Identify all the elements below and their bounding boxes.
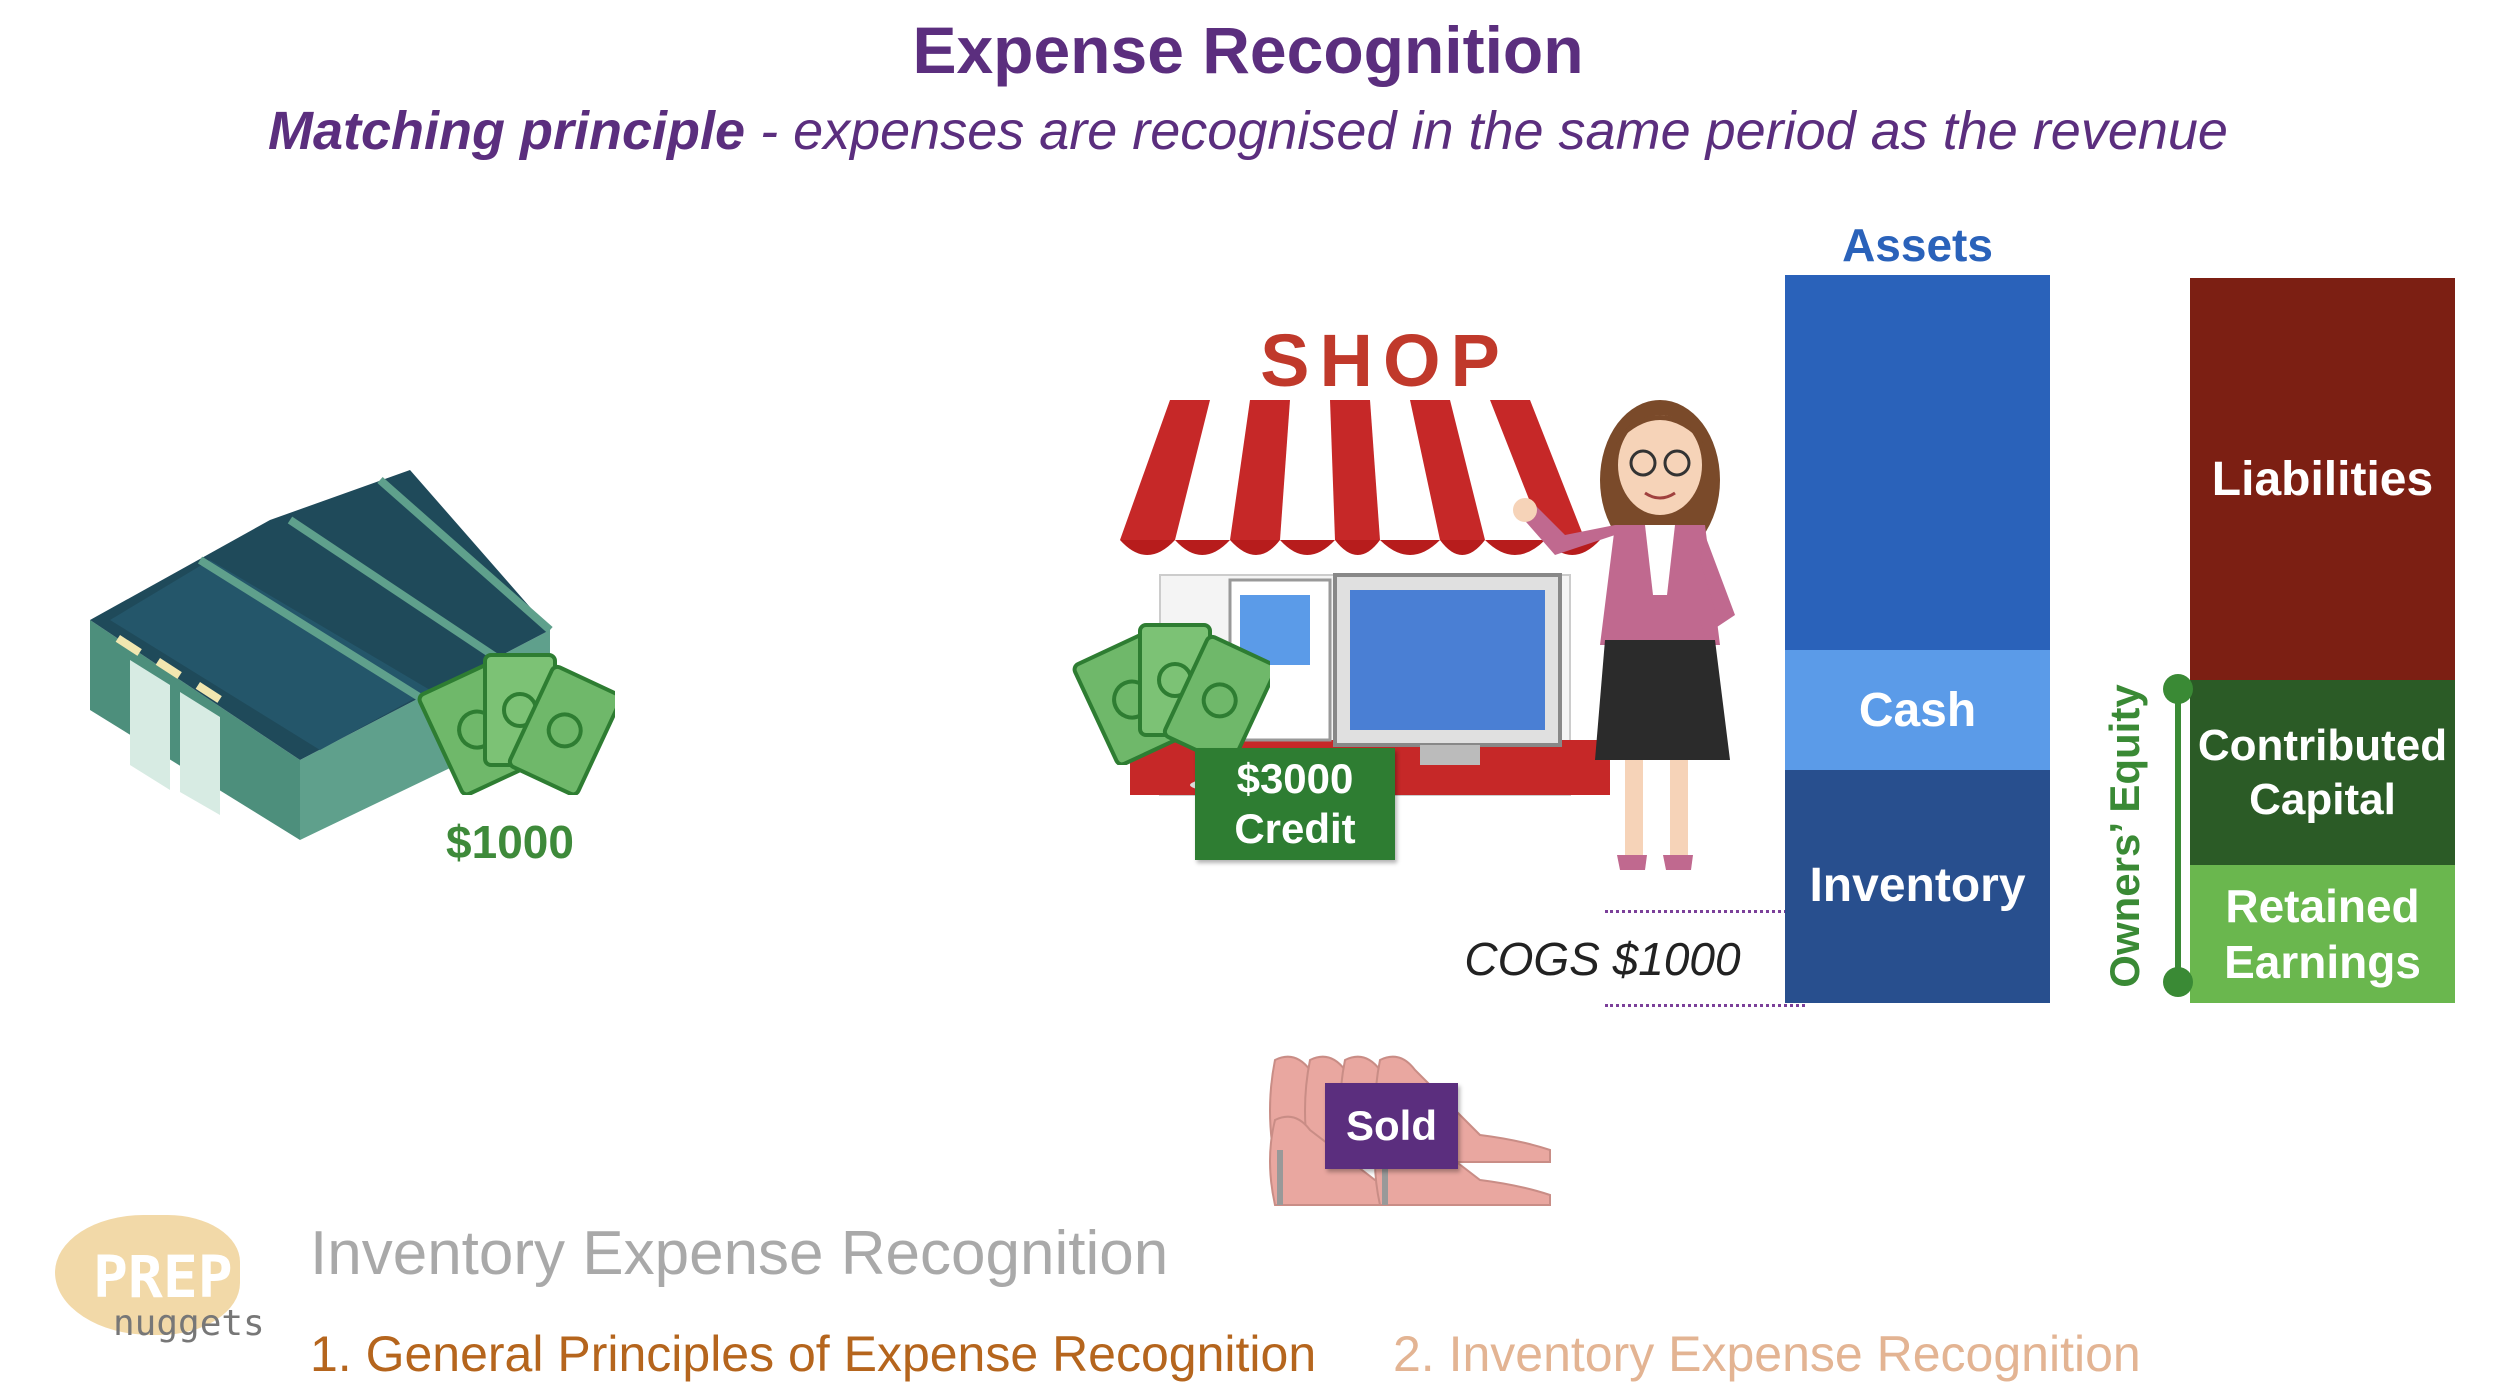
contributed-capital-block: Contributed Capital xyxy=(2190,680,2455,865)
logo-blob xyxy=(55,1215,240,1335)
cogs-label: COGS $1000 xyxy=(1464,933,1741,985)
retained-earnings-block: Retained Earnings xyxy=(2190,865,2455,1003)
inventory-block: Inventory xyxy=(1785,770,2050,1003)
liabilities-block: Liabilities xyxy=(2190,278,2455,680)
section-title: Inventory Expense Recognition xyxy=(310,1219,1169,1288)
cogs-bottom-marker xyxy=(1605,1004,1805,1007)
page-title: Expense Recognition xyxy=(912,13,1584,87)
credit-type: Credit xyxy=(1234,805,1356,852)
shop-cash-bills-icon xyxy=(1072,623,1270,765)
subtitle-rest: - expenses are recognised in the same pe… xyxy=(745,101,2228,161)
sold-badge: Sold xyxy=(1325,1083,1458,1169)
logo-main-text: PREP xyxy=(93,1243,233,1311)
nav-link-inventory-expense[interactable]: 2. Inventory Expense Recognition xyxy=(1393,1326,2141,1382)
assets-header: Assets xyxy=(1842,219,1993,271)
cash-bills-icon xyxy=(417,653,615,795)
cash-block: Cash xyxy=(1785,650,2050,770)
nav-link-general-principles[interactable]: 1. General Principles of Expense Recogni… xyxy=(310,1326,1317,1382)
owners-equity-bracket-line xyxy=(2175,688,2181,985)
owners-equity-label: Owners’ Equity xyxy=(2101,684,2148,988)
subtitle-bold: Matching principle xyxy=(268,101,746,161)
assets-block xyxy=(1785,275,2050,650)
page-subtitle: Matching principle - expenses are recogn… xyxy=(0,100,2496,162)
warehouse-amount: $1000 xyxy=(446,816,574,868)
logo-sub-text: nuggets xyxy=(113,1303,265,1344)
credit-amount: $3000 xyxy=(1236,755,1354,802)
owners-equity-bracket-top-dot xyxy=(2163,674,2193,704)
shop-sign: SHOP xyxy=(1260,319,1510,402)
owners-equity-bracket-bottom-dot xyxy=(2163,967,2193,997)
credit-sale-tag: $3000 Credit xyxy=(1195,748,1395,860)
shopkeeper-illustration xyxy=(1513,400,1735,870)
prep-nuggets-logo: PREP nuggets xyxy=(55,1205,265,1355)
